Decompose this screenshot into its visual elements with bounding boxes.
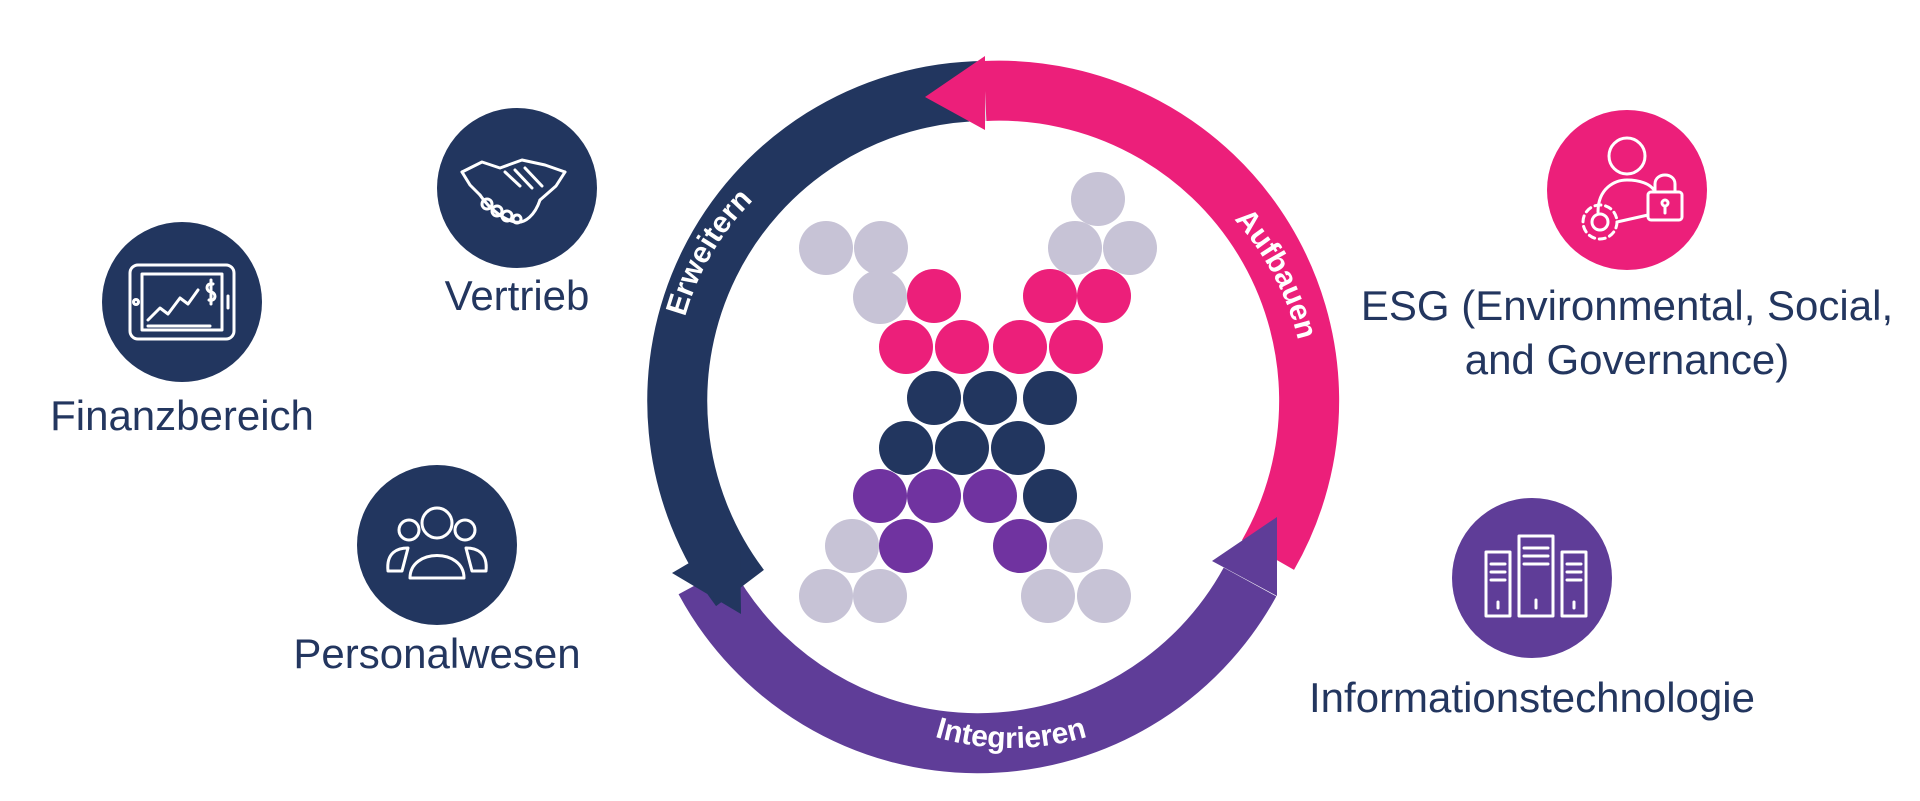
- it-icon-badge: [1452, 498, 1612, 658]
- arc-aufbauen: [983, 60, 1340, 570]
- logo-dot-gray: [1049, 519, 1103, 573]
- department-esg: ESG (Environmental, Social, and Governan…: [1361, 110, 1893, 383]
- department-finanzbereich: Finanzbereich: [50, 222, 314, 439]
- personalwesen-label: Personalwesen: [293, 630, 580, 677]
- logo-dot-gray: [1077, 569, 1131, 623]
- arc-erweitern: [647, 61, 986, 607]
- logo-dot-gray: [1048, 221, 1102, 275]
- handshake-icon: [460, 158, 567, 225]
- logo-dot-pink: [1049, 320, 1103, 374]
- people-group-icon: [386, 506, 488, 580]
- logo-dot-navy: [907, 371, 961, 425]
- arrowhead-erweitern: [672, 533, 741, 614]
- department-informationstechnologie: Informationstechnologie: [1309, 498, 1755, 721]
- vertrieb-icon-badge: [437, 108, 597, 268]
- logo-dot-purple: [879, 519, 933, 573]
- personal-icon-badge: [357, 465, 517, 625]
- logo-dot-gray: [1021, 569, 1075, 623]
- finanz-icon-badge: [102, 222, 262, 382]
- finanzbereich-label: Finanzbereich: [50, 392, 314, 439]
- logo-dot-purple: [963, 469, 1017, 523]
- logo-dot-navy: [963, 371, 1017, 425]
- vertrieb-label: Vertrieb: [445, 272, 590, 319]
- esg-label-line1: ESG (Environmental, Social,: [1361, 282, 1893, 329]
- logo-dot-pink: [993, 320, 1047, 374]
- logo-dot-navy: [1023, 371, 1077, 425]
- arrowhead-integrieren: [1212, 517, 1277, 596]
- x-dots-logo: [799, 172, 1157, 623]
- logo-dot-gray: [853, 569, 907, 623]
- logo-dot-gray: [799, 221, 853, 275]
- logo-dot-gray: [853, 270, 907, 324]
- informationstechnologie-label: Informationstechnologie: [1309, 674, 1755, 721]
- logo-dot-pink: [879, 320, 933, 374]
- logo-dot-gray: [1103, 221, 1157, 275]
- logo-dot-navy: [991, 421, 1045, 475]
- esg-icon-badge: [1547, 110, 1707, 270]
- logo-dot-pink: [1077, 269, 1131, 323]
- cycle-ring: [647, 56, 1340, 774]
- logo-dot-pink: [907, 269, 961, 323]
- arc-integrieren: [678, 565, 1277, 774]
- server-racks-icon: [1484, 534, 1588, 618]
- logo-dot-purple: [907, 469, 961, 523]
- tablet-chart-icon: [128, 263, 236, 341]
- logo-dot-purple: [993, 519, 1047, 573]
- logo-dot-navy: [935, 421, 989, 475]
- arrowhead-aufbauen: [925, 56, 985, 130]
- user-lock-gear-icon: [1581, 136, 1684, 241]
- department-vertrieb: Vertrieb: [437, 108, 597, 319]
- logo-dot-navy: [879, 421, 933, 475]
- logo-dot-gray: [799, 569, 853, 623]
- logo-dot-gray: [825, 519, 879, 573]
- logo-dot-pink: [935, 320, 989, 374]
- esg-label-line2: and Governance): [1465, 336, 1790, 383]
- logo-dot-navy: [1023, 469, 1077, 523]
- logo-dot-gray: [854, 221, 908, 275]
- logo-dot-pink: [1023, 269, 1077, 323]
- department-personalwesen: Personalwesen: [293, 465, 581, 677]
- logo-dot-gray: [1071, 172, 1125, 226]
- logo-dot-purple: [853, 469, 907, 523]
